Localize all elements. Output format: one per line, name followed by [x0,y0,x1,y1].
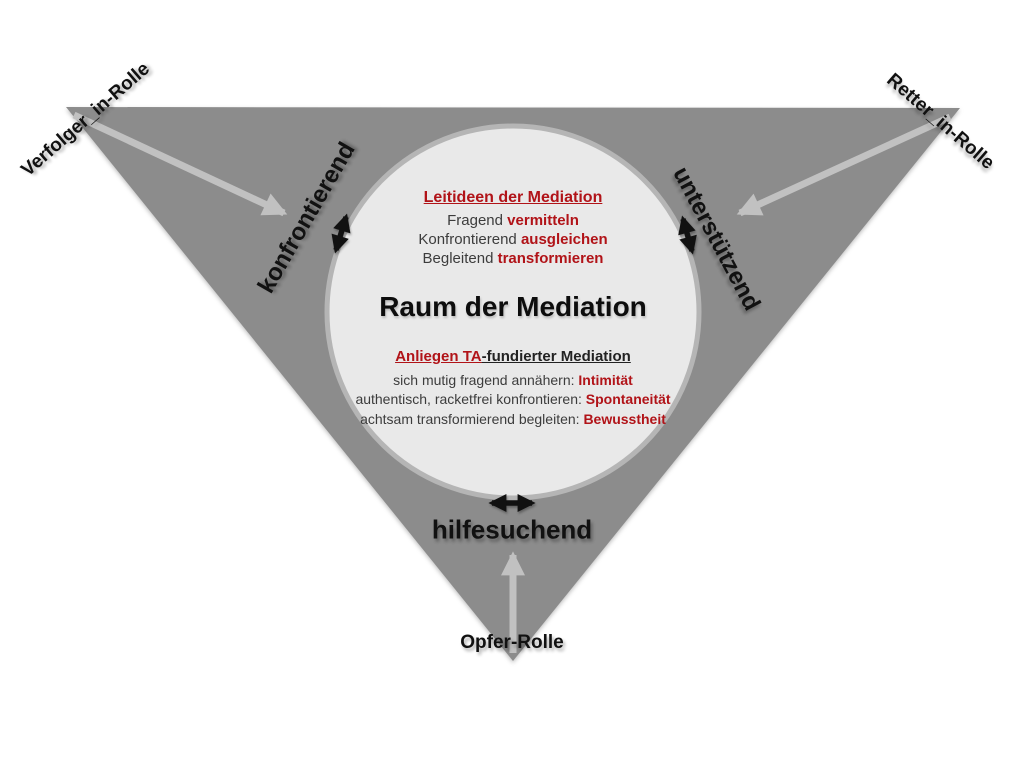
concerns-heading: Anliegen TA-fundierter Mediation [313,347,713,367]
label-hilfesuchend: hilfesuchend [431,514,593,545]
guideline-line: Begleitend transformieren [313,249,713,268]
guideline-line: Konfrontierend ausgleichen [313,230,713,249]
concern-accent: Bewusstheit [583,410,666,427]
concern-plain: sich mutig fragend annähern: [393,371,579,388]
guideline-accent: ausgleichen [520,231,608,248]
concern-line: sich mutig fragend annähern: Intimität [313,371,713,391]
concern-accent: Spontaneität [585,391,671,407]
guideline-accent: vermitteln [507,212,579,229]
concern-line: achtsam transformierend begleiten: Bewus… [313,410,713,430]
double-arrow-konfrontierend-icon [331,213,351,254]
arrow-from-retter-icon [736,113,952,217]
guideline-plain: Begleitend [422,250,498,267]
guidelines-block: Leitideen der Mediation Fragend vermitte… [313,188,713,268]
circle-title: Raum der Mediation [379,291,647,322]
concern-plain: authentisch, racketfrei konfrontieren: [355,391,586,407]
label-opfer-role: Opfer-Rolle [460,632,564,653]
concern-plain: achtsam transformierend begleiten: [360,410,584,427]
guidelines-heading: Leitideen der Mediation [423,189,603,206]
concerns-heading-accent: Anliegen TA [395,348,482,365]
guideline-plain: Fragend [447,212,508,229]
concerns-block: Anliegen TA-fundierter Mediation sich mu… [313,347,713,429]
guideline-line: Fragend vermitteln [313,211,713,230]
concerns-heading-rest: -fundierter Mediation [481,348,631,365]
concern-accent: Intimität [578,371,633,388]
guideline-plain: Konfrontierend [418,231,521,248]
guideline-accent: transformieren [497,250,604,267]
double-arrow-unterstuetzend-icon [678,215,697,255]
arrow-from-verfolger-icon [72,111,288,217]
concern-line: authentisch, racketfrei konfrontieren: S… [313,390,713,410]
